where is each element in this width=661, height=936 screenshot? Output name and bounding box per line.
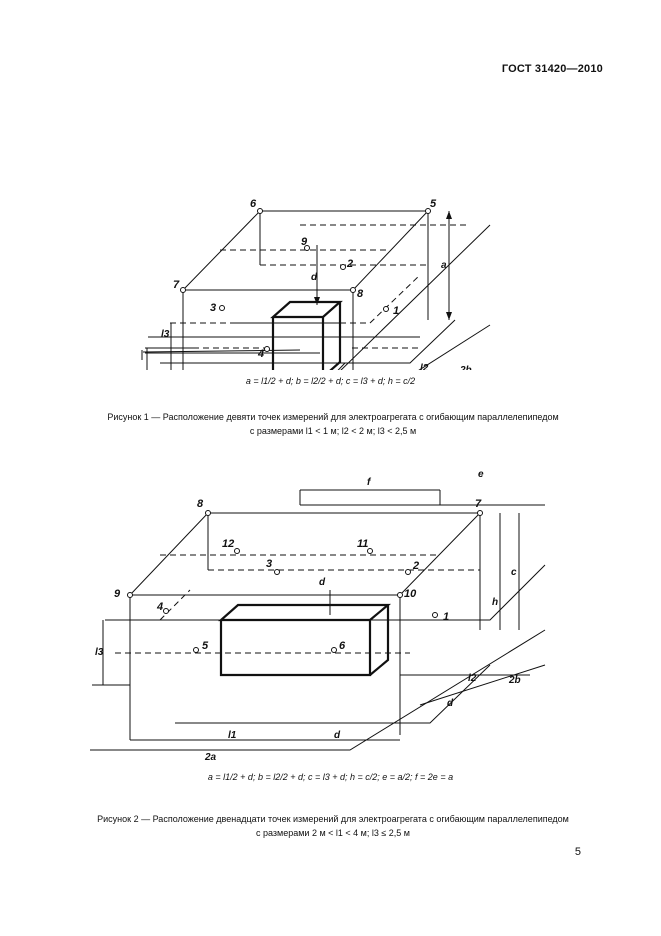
dim-label: d (447, 698, 454, 709)
page-number: 5 (574, 846, 581, 858)
point-label: 12 (222, 538, 234, 550)
point-label: 2 (346, 258, 353, 270)
dim-label: l3 (161, 329, 170, 340)
point-label: 7 (173, 279, 180, 291)
dim-label: h (492, 597, 498, 608)
point-label: 3 (266, 558, 272, 570)
point-label: 3 (210, 302, 216, 314)
dim-label: 2b (508, 675, 521, 686)
dim-label: d (334, 730, 341, 741)
figure-1-formula: a = l1/2 + d; b = l2/2 + d; c = l3 + d; … (245, 376, 416, 386)
dim-label: l1 (228, 730, 237, 741)
point-label: 5 (202, 640, 209, 652)
point-label: 6 (250, 198, 257, 210)
caption-line: с размерами 2 м < l1 < 4 м; l3 ≤ 2,5 м (255, 828, 410, 838)
dim-label: 2a (204, 752, 217, 763)
dim-label: f (367, 477, 372, 488)
figure-2-drawing: 8 7 9 10 12 11 3 2 4 1 5 6 f e c h d l3 … (90, 469, 546, 763)
figure-2-caption: Рисунок 2 — Расположение двенадцати точе… (48, 812, 618, 840)
caption-line: Рисунок 1 — Расположение девяти точек из… (107, 412, 559, 422)
point-label: 6 (339, 640, 346, 652)
point-label: 1 (443, 611, 449, 623)
standard-number: ГОСТ 31420—2010 (501, 63, 603, 75)
point-label: 9 (301, 236, 308, 248)
caption-line: с размерами l1 < 1 м; l2 < 2 м; l3 < 2,5… (249, 426, 417, 436)
point-label: 8 (357, 288, 364, 300)
dim-label: l2 (468, 673, 477, 684)
point-label: 5 (430, 198, 437, 210)
point-label: 9 (114, 588, 121, 600)
point-label: 1 (393, 305, 399, 317)
figure-2-formula: a = l1/2 + d; b = l2/2 + d; c = l3 + d; … (207, 772, 454, 782)
figure-1-caption: Рисунок 1 — Расположение девяти точек из… (48, 410, 618, 438)
dim-label: d (311, 272, 318, 283)
dim-label: l2 (420, 363, 429, 370)
point-label: 11 (357, 538, 368, 550)
point-label: 4 (156, 601, 163, 613)
point-label: 7 (475, 498, 482, 510)
point-label: 8 (197, 498, 204, 510)
point-label: 10 (404, 588, 417, 600)
dim-label: l3 (95, 647, 104, 658)
point-label: 4 (257, 348, 264, 360)
dim-label: e (478, 469, 484, 480)
dim-label: 2b (459, 365, 472, 370)
dim-label: a (441, 260, 447, 271)
caption-line: Рисунок 2 — Расположение двенадцати точе… (97, 814, 569, 824)
dim-label: c (511, 567, 517, 578)
dim-label: d (319, 577, 326, 588)
point-label: 2 (412, 560, 419, 572)
figure-1-drawing: 6 5 7 8 2 1 3 4 9 a d h l3 l2 2b d l1 d … (141, 198, 491, 370)
